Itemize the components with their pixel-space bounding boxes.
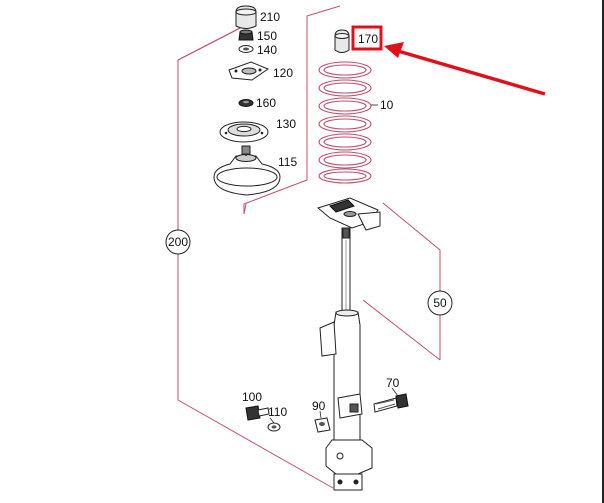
part-150-nut xyxy=(238,29,254,41)
label-115: 115 xyxy=(278,155,297,169)
part-130-bearing xyxy=(219,121,269,143)
part-120-mount-plate xyxy=(228,61,270,81)
window-edge xyxy=(602,0,604,503)
part-70-bolt xyxy=(373,393,409,413)
label-120: 120 xyxy=(273,66,293,80)
group-50-label: 50 xyxy=(433,296,447,310)
part-90-nut xyxy=(314,417,331,433)
label-130: 130 xyxy=(276,117,296,131)
label-150: 150 xyxy=(257,29,277,43)
part-210-cap xyxy=(235,5,257,29)
part-115-strut-mount xyxy=(213,145,281,196)
part-strut-rod xyxy=(341,227,351,315)
group-50-bracket xyxy=(362,202,441,361)
group-200-marker: 200 xyxy=(165,229,191,255)
label-160: 160 xyxy=(256,96,276,110)
label-110: 110 xyxy=(268,405,287,419)
part-110-washer xyxy=(267,422,281,432)
part-strut-body xyxy=(319,309,373,491)
label-70: 70 xyxy=(386,376,400,390)
highlight-box-170 xyxy=(351,25,383,51)
red-arrow-icon xyxy=(384,42,546,96)
label-210: 210 xyxy=(260,10,280,24)
label-170: 170 xyxy=(358,32,378,46)
part-lower-spring-seat xyxy=(316,197,381,231)
part-10-coil-spring xyxy=(318,61,372,184)
label-100: 100 xyxy=(242,390,262,404)
label-10: 10 xyxy=(380,98,394,112)
part-100-bolt xyxy=(245,405,270,421)
label-90: 90 xyxy=(312,399,326,413)
part-140-washer xyxy=(238,45,254,53)
group-50-marker: 50 xyxy=(427,290,453,316)
label-140: 140 xyxy=(257,43,277,57)
part-160-ring xyxy=(238,99,254,107)
group-200-label: 200 xyxy=(168,235,188,249)
part-170-bump-stop xyxy=(334,29,350,53)
